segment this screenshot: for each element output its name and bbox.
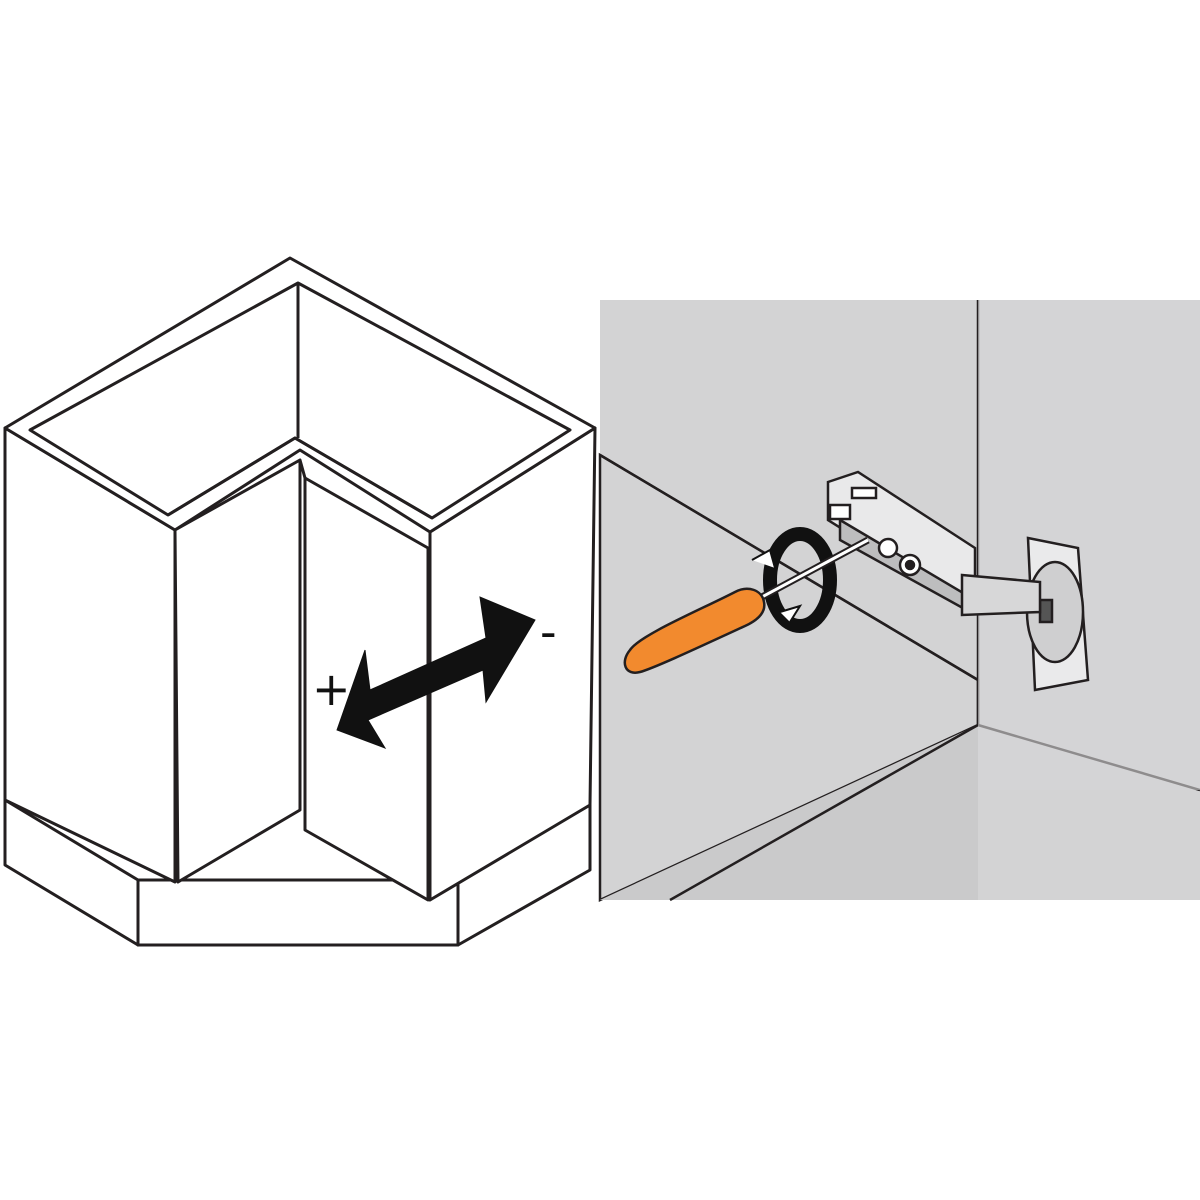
shelf-edge [599,453,979,682]
minus-label: - [540,605,557,659]
plus-label: + [312,662,351,716]
double-arrow-icon [336,596,536,749]
shelf-front-edge [669,723,979,902]
screwdriver-icon [623,536,870,674]
corner-cabinet [3,256,597,947]
cabinet-inner-floor [167,436,433,520]
hinge-detail-panel [598,300,1200,902]
rotate-arrows-icon [751,527,837,633]
hinge-arm [826,470,1042,617]
cabinet-bottom-shelf [600,725,978,900]
cabinet-door-left [173,458,302,884]
hinge-cup-plate [1025,536,1090,692]
door-panel [978,300,1200,790]
door-gap [298,459,307,479]
screwdriver-handle [623,587,766,674]
